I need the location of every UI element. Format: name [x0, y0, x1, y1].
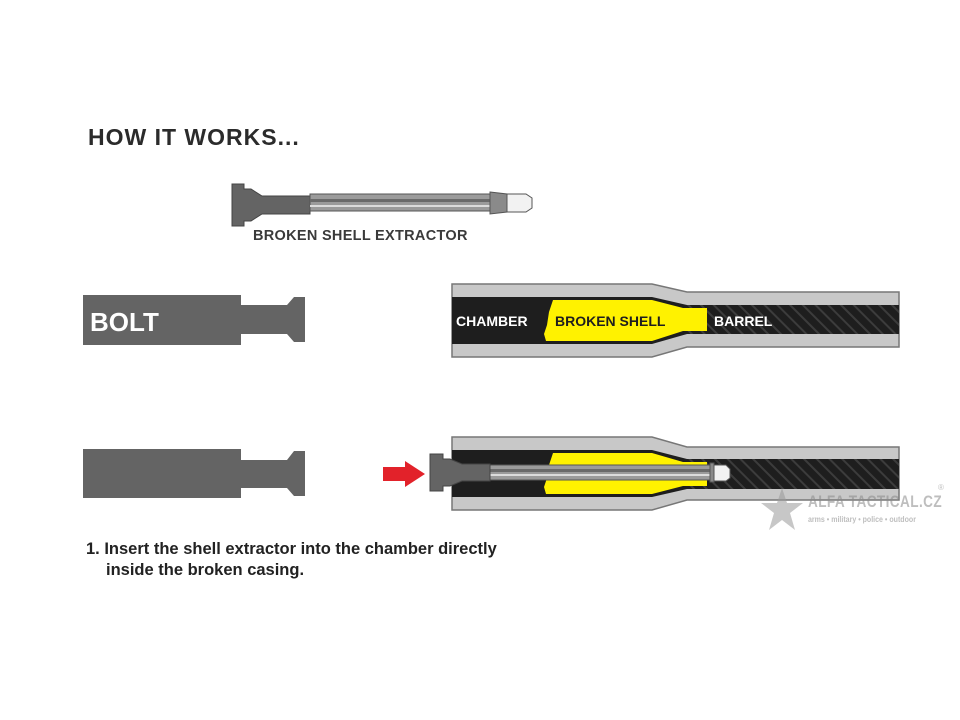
page-title: HOW IT WORKS...	[88, 124, 300, 150]
inserted-extractor-shaft	[489, 464, 711, 481]
barrel-bore	[687, 305, 899, 334]
bolt-shape-bottom	[83, 449, 305, 498]
extractor-handle	[231, 183, 311, 227]
chamber-label: CHAMBER	[456, 313, 528, 329]
inserted-extractor-collar	[709, 462, 715, 483]
inserted-extractor-handle	[429, 453, 491, 492]
barrel-label: BARREL	[714, 313, 773, 329]
extractor-tip	[506, 193, 533, 213]
broken-shell-label: BROKEN SHELL	[555, 313, 666, 329]
watermark-name: ALFA TACTICAL.CZ	[808, 492, 943, 511]
watermark-registered: ®	[938, 483, 944, 492]
instruction-line-1: 1. Insert the shell extractor into the c…	[86, 540, 497, 558]
extractor-label: BROKEN SHELL EXTRACTOR	[253, 228, 468, 244]
watermark-tagline: arms • military • police • outdoor	[808, 515, 916, 524]
star-logo-icon	[761, 488, 803, 530]
instruction-text: 1. Insert the shell extractor into the c…	[86, 539, 497, 581]
bolt-shape	[83, 295, 305, 345]
bolt-label: BOLT	[90, 307, 159, 337]
watermark-logo: ALFA TACTICAL.CZ arms • military • polic…	[760, 483, 950, 536]
arrow-right-icon	[383, 461, 425, 487]
broken-shell	[544, 300, 707, 341]
extractor-tool	[231, 183, 533, 227]
inserted-extractor-tip	[713, 464, 731, 482]
instruction-line-2: inside the broken casing.	[106, 561, 305, 579]
